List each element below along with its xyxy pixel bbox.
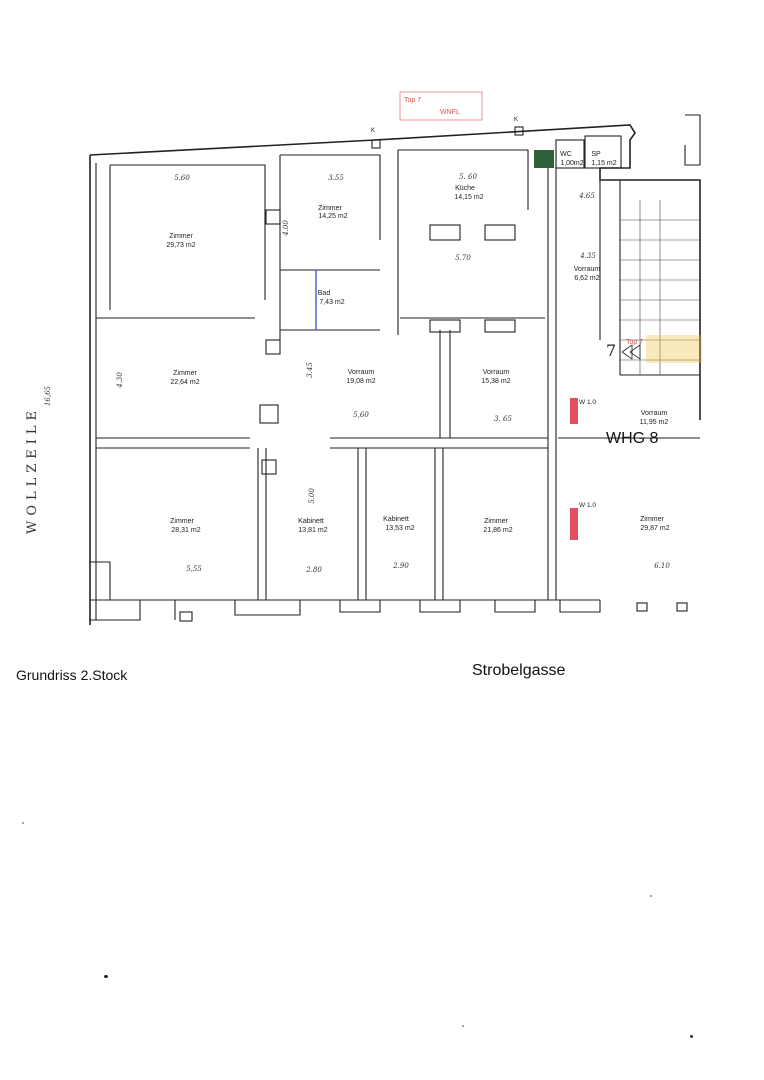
dimension: 5.60	[174, 174, 190, 182]
room-area: 21,86 m2	[483, 527, 512, 534]
interior-walls	[90, 126, 700, 622]
room-name: SP	[591, 151, 601, 158]
dimension: 5,55	[186, 565, 202, 573]
room-name: Zimmer	[484, 518, 508, 525]
outer-walls	[89, 114, 701, 625]
room-name: Vorraum	[348, 369, 375, 376]
scan-speck	[104, 975, 108, 978]
dimension: 5.00	[308, 488, 316, 504]
room-name: Zimmer	[170, 518, 194, 525]
room-area: 15,38 m2	[481, 378, 510, 385]
dimension: 2.80	[305, 566, 322, 574]
dimension: 6.10	[654, 562, 670, 570]
k-mark: K	[514, 117, 518, 123]
dimension: 5. 60	[459, 173, 477, 181]
room-area: 1,00m2	[560, 160, 583, 167]
room-area: 7,43 m2	[319, 299, 344, 306]
floor-plan: Zimmer 29,73 m2 Zimmer 14,25 m2 Küche 14…	[25, 91, 702, 625]
room-name: Vorraum	[641, 410, 668, 417]
room-area: 29,87 m2	[640, 525, 669, 532]
room-area: 29,73 m2	[166, 242, 195, 249]
arrow-mark	[621, 344, 633, 360]
room-area: 11,95 m2	[640, 419, 669, 426]
room-area: 13,81 m2	[298, 527, 327, 534]
top-mark: Top 7	[626, 339, 643, 346]
scan-speck	[22, 822, 24, 824]
dimension: 5.70	[455, 254, 471, 262]
room-area: 1,15 m2	[591, 160, 616, 167]
room-area: 28,31 m2	[171, 527, 200, 534]
room-name: Zimmer	[173, 370, 197, 377]
room-name: Küche	[455, 185, 475, 192]
floor-caption: Grundriss 2.Stock	[16, 667, 128, 683]
dimension: 4.35	[579, 252, 596, 260]
room-labels: Zimmer 29,73 m2 Zimmer 14,25 m2 Küche 14…	[166, 151, 669, 534]
handwritten-seven: 7	[606, 341, 616, 360]
highlight-box	[646, 335, 702, 363]
room-area: 13,53 m2	[385, 525, 414, 532]
wall-mark-label: W 1.0	[579, 399, 596, 406]
room-name: Zimmer	[318, 205, 342, 212]
room-area: 6,62 m2	[574, 275, 599, 282]
room-area: 14,15 m2	[454, 194, 483, 201]
annotations: Top 7 WNFL WHG 8 W 1.0 W 1.0 Top 7 7 K K…	[25, 97, 659, 534]
unit-label: WHG 8	[606, 430, 659, 447]
scan-speck	[650, 895, 652, 897]
room-name: WC	[560, 151, 572, 158]
street-left-name: WOLLZEILE	[25, 406, 40, 534]
room-name: Zimmer	[169, 233, 193, 240]
top-stamp-box	[399, 91, 483, 121]
room-area: 14,25 m2	[318, 213, 347, 220]
wall-mark-label: W 1.0	[579, 502, 596, 509]
dimension: 4.30	[116, 372, 124, 389]
room-name: Vorraum	[574, 266, 601, 273]
dimension: 2.90	[392, 562, 409, 570]
scan-speck	[462, 1025, 464, 1027]
wall-marker-2	[570, 508, 578, 540]
dimension: 3.55	[328, 174, 344, 182]
scan-speck	[690, 1035, 693, 1038]
stamp-line-1: Top 7	[404, 97, 421, 104]
stamp-line-2: WNFL	[440, 109, 460, 116]
room-name: Kabinett	[298, 518, 324, 525]
dimension: 4.00	[282, 220, 290, 237]
room-name: Vorraum	[483, 369, 510, 376]
room-name: Kabinett	[383, 516, 409, 523]
dimension-labels: 5.60 3.55 5. 60 5.70 5,60 3. 65 4.35 4.6…	[116, 173, 670, 574]
dimension: 3. 65	[494, 415, 512, 423]
street-caption: Strobelgasse	[472, 662, 566, 679]
k-mark: K	[371, 128, 375, 134]
dimension: 5,60	[353, 411, 369, 419]
room-area: 22,64 m2	[170, 379, 199, 386]
shaft-fill	[534, 150, 554, 168]
room-area: 19,08 m2	[346, 378, 375, 385]
street-left-measure: 16,65	[44, 385, 52, 406]
arrow-mark-2	[629, 344, 641, 360]
dimension: 3.45	[306, 362, 314, 378]
room-name: Zimmer	[640, 516, 664, 523]
room-name: Bad	[318, 290, 331, 297]
dimension: 4.65	[578, 192, 595, 200]
color-marks	[315, 91, 702, 540]
wall-marker-1	[570, 398, 578, 424]
